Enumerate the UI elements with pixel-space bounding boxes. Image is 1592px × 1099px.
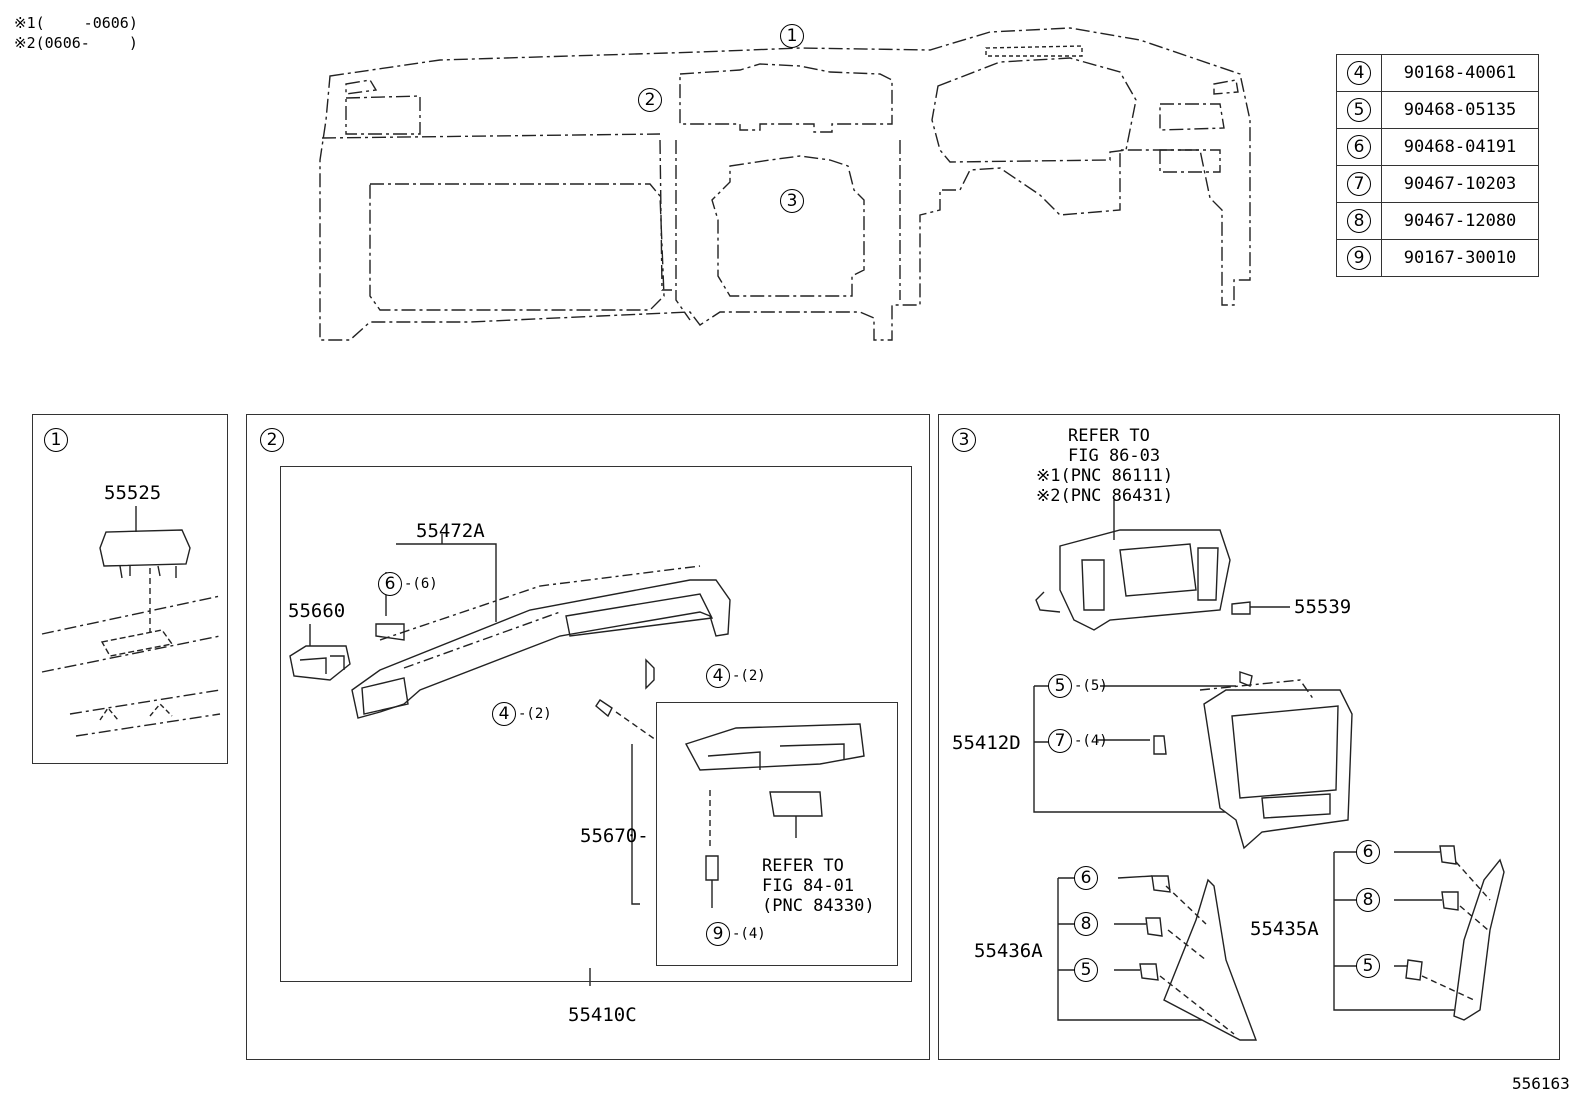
callout-8: 8 [1356, 888, 1380, 912]
part-label-55412d: 55412D [952, 732, 1021, 754]
quantity: -(6) [404, 576, 438, 592]
part-label-55525: 55525 [104, 482, 162, 504]
panel1-number: 1 [44, 428, 68, 452]
part-number: 90468-05135 [1381, 91, 1539, 129]
part-number: 90168-40061 [1381, 54, 1539, 92]
parts-table: 4 90168-40061 5 90468-05135 6 90468-0419… [1336, 54, 1539, 277]
overview-callout-1: 1 [780, 24, 804, 48]
part-number: 90467-10203 [1381, 165, 1539, 203]
part-label-55410c: 55410C [568, 1004, 637, 1026]
refer-line: (PNC 84330) [762, 896, 875, 916]
parts-row: 8 90467-12080 [1336, 202, 1539, 240]
parts-row: 5 90468-05135 [1336, 91, 1539, 129]
quantity: -(2) [518, 706, 552, 722]
ref-callout: 8 [1347, 209, 1371, 233]
parts-row: 4 90168-40061 [1336, 54, 1539, 92]
callout-5: 5 [1356, 954, 1380, 978]
figure-id: 556163 [1512, 1074, 1570, 1093]
part-number: 90467-12080 [1381, 202, 1539, 240]
part-label-55435a: 55435A [1250, 918, 1319, 940]
panel2-number: 2 [260, 428, 284, 452]
part-label-55539: 55539 [1294, 596, 1352, 618]
detail-panel-2 [246, 414, 930, 1060]
detail-panel-1 [32, 414, 228, 764]
callout-6: 6 [1356, 840, 1380, 864]
callout-9: 9 [706, 922, 730, 946]
refer-line: FIG 84-01 [762, 876, 855, 896]
ref-callout: 6 [1347, 135, 1371, 159]
quantity: -(2) [732, 668, 766, 684]
callout-4: 4 [492, 702, 516, 726]
refer-line: ※1(PNC 86111) [1036, 466, 1174, 486]
callout-6: 6 [1074, 866, 1098, 890]
refer-to-note-84-01: REFER TO FIG 84-01 (PNC 84330) [762, 856, 875, 916]
ref-callout: 9 [1347, 246, 1371, 270]
quantity: -(4) [1074, 733, 1108, 749]
parts-row: 9 90167-30010 [1336, 239, 1539, 277]
refer-line: REFER TO [1068, 426, 1150, 446]
part-label-55436a: 55436A [974, 940, 1043, 962]
callout-7: 7 [1048, 729, 1072, 753]
refer-line: ※2(PNC 86431) [1036, 486, 1174, 506]
callout-5: 5 [1074, 958, 1098, 982]
panel1-artwork [41, 506, 221, 737]
ref-callout: 7 [1347, 172, 1371, 196]
assembly-frame-55410c [280, 466, 912, 982]
callout-6: 6 [378, 572, 402, 596]
refer-to-note-86-03: REFER TO FIG 86-03 ※1(PNC 86111) ※2(PNC … [1036, 426, 1173, 506]
note-2: ※2(0606- ) [14, 34, 138, 52]
parts-row: 6 90468-04191 [1336, 128, 1539, 166]
panel2-artwork [289, 534, 865, 986]
part-label-55660: 55660 [288, 600, 346, 622]
panel3-artwork [1033, 500, 1505, 1041]
part-number: 90468-04191 [1381, 128, 1539, 166]
part-label-55670: 55670- [580, 825, 649, 847]
overview-callout-3: 3 [780, 189, 804, 213]
quantity: -(5) [1074, 678, 1108, 694]
ref-callout: 4 [1347, 61, 1371, 85]
note-1: ※1( -0606) [14, 14, 138, 32]
overview-callout-2: 2 [638, 88, 662, 112]
assembly-frame-55670 [656, 702, 898, 966]
refer-line: REFER TO [762, 856, 844, 876]
quantity: -(4) [732, 926, 766, 942]
ref-callout: 5 [1347, 98, 1371, 122]
callout-8: 8 [1074, 912, 1098, 936]
callout-5: 5 [1048, 674, 1072, 698]
detail-panel-3 [938, 414, 1560, 1060]
callout-4: 4 [706, 664, 730, 688]
part-label-55472a: 55472A [416, 520, 485, 542]
part-number: 90167-30010 [1381, 239, 1539, 277]
parts-row: 7 90467-10203 [1336, 165, 1539, 203]
dashboard-overview-outline [319, 27, 1251, 341]
refer-line: FIG 86-03 [1068, 446, 1161, 466]
panel3-number: 3 [952, 428, 976, 452]
